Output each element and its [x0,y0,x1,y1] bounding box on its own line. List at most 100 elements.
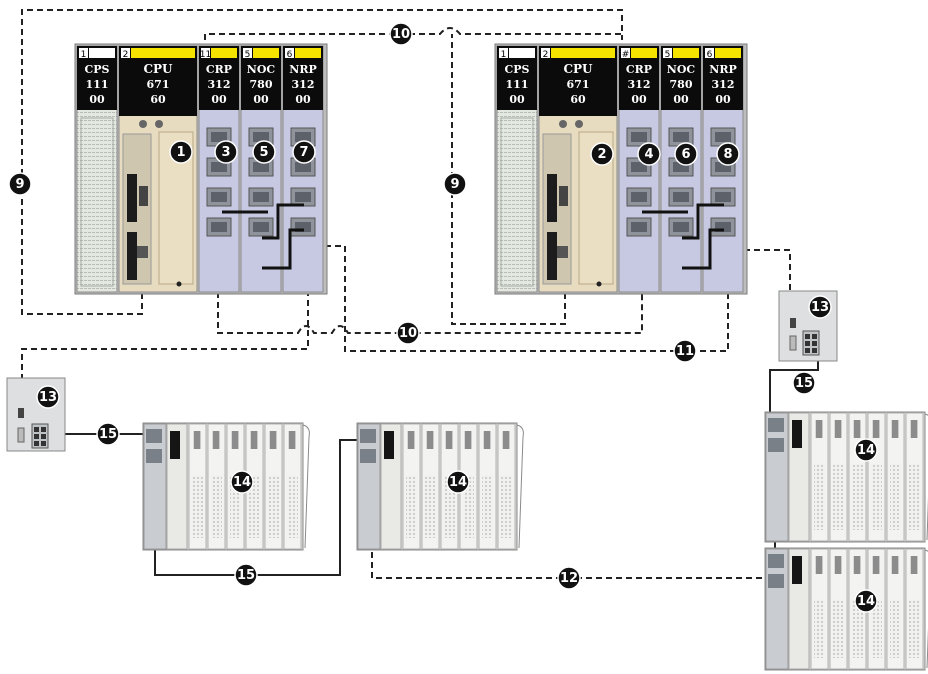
callout-badge-14: 14 [446,470,470,494]
module-label-line: CRP [206,63,232,76]
io-drop-left [142,422,310,551]
module-label-line: NOC [667,63,696,76]
module-label-line: 780 [250,78,273,91]
module-label-line: 111 [86,78,109,91]
callout-number: 5 [259,145,268,160]
module-label-line: 312 [208,78,231,91]
callout-badge-14: 14 [854,589,878,613]
callout-number: 15 [795,376,813,391]
callout-number: 14 [449,475,467,490]
module-label-line: 00 [631,93,647,106]
callout-badge-15: 15 [792,371,816,395]
callout-badge-6: 6 [674,142,698,166]
slot-number: 11 [200,50,211,60]
callout-badge-13: 13 [36,385,60,409]
module-label-line: 671 [567,78,590,91]
callout-number: 3 [221,145,230,160]
slot-number: 5 [665,50,671,60]
callout-number: 2 [597,147,606,162]
slot-number: 6 [287,50,293,60]
callout-number: 13 [39,390,57,405]
module-label-line: 60 [570,93,586,106]
cable-10-bottom [217,292,643,334]
rack-standby-module-cpu: 2 CPU 671 60 [538,45,618,293]
callout-number: 12 [560,571,578,586]
callout-number: 11 [676,344,694,359]
module-label-line: 312 [292,78,315,91]
module-label-line: CPU [143,62,173,76]
callout-badge-9: 9 [443,172,467,196]
module-label-line: 60 [150,93,166,106]
module-label-line: 00 [509,93,525,106]
module-label-line: NOC [247,63,276,76]
remote-io-drops [142,411,928,671]
module-label-line: 312 [628,78,651,91]
slot-number: 1 [81,50,87,60]
module-label-line: 00 [295,93,311,106]
callout-badge-11: 11 [673,339,697,363]
callout-number: 4 [644,147,653,162]
callout-number: 14 [857,443,875,458]
callout-number: 1 [176,145,185,160]
callout-badge-2: 2 [590,142,614,166]
io-drop-middle [356,422,524,551]
callout-badge-13: 13 [808,295,832,319]
callout-badge-7: 7 [292,140,316,164]
callout-badge-1: 1 [169,140,193,164]
module-label-line: 780 [670,78,693,91]
module-label-line: 00 [211,93,227,106]
module-label-line: 00 [253,93,269,106]
slot-number: # [622,50,630,60]
callout-badge-15: 15 [234,563,258,587]
cable-11 [325,245,729,352]
cable-13-left-feed [21,290,309,405]
module-label-line: NRP [289,63,316,76]
module-label-line: 312 [712,78,735,91]
slot-number: 2 [123,50,129,60]
callout-badge-9: 9 [8,172,32,196]
callout-badge-14: 14 [854,438,878,462]
callout-number: 13 [811,300,829,315]
cable-9-left [21,9,623,315]
callout-badge-4: 4 [637,142,661,166]
rack-standby-module-crp: # CRP 312 00 [618,45,660,293]
module-label-line: CPS [85,63,110,76]
callout-number: 8 [723,147,732,162]
module-label-line: CPU [563,62,593,76]
callout-number: 15 [237,568,255,583]
callout-badge-14: 14 [230,470,254,494]
callout-number: 9 [15,177,24,192]
callout-number: 6 [681,147,690,162]
callout-number: 10 [399,326,417,341]
rack-primary: 1CPS111002CPU6716011CRP312005NOC780006NR… [74,43,328,295]
module-label-line: CRP [626,63,652,76]
module-label-line: 671 [147,78,170,91]
module-label-line: 00 [715,93,731,106]
module-label-line: 00 [89,93,105,106]
slot-number: 1 [501,50,507,60]
callout-badge-15: 15 [96,422,120,446]
rack-internal-links [222,203,724,270]
callout-number: 10 [392,27,410,42]
slot-number: 5 [245,50,251,60]
io-drop-right-top [764,411,928,543]
cable-10-top [204,27,622,40]
cable-9-mid [451,34,566,325]
io-drop-right-bottom [764,547,928,671]
module-label-line: NRP [709,63,736,76]
module-label-line: 00 [673,93,689,106]
callout-number: 14 [857,594,875,609]
callout-badge-3: 3 [214,140,238,164]
callout-badge-12: 12 [557,566,581,590]
callout-badge-5: 5 [252,140,276,164]
callout-badge-8: 8 [716,142,740,166]
callout-number: 14 [233,475,251,490]
module-label-line: 111 [506,78,529,91]
